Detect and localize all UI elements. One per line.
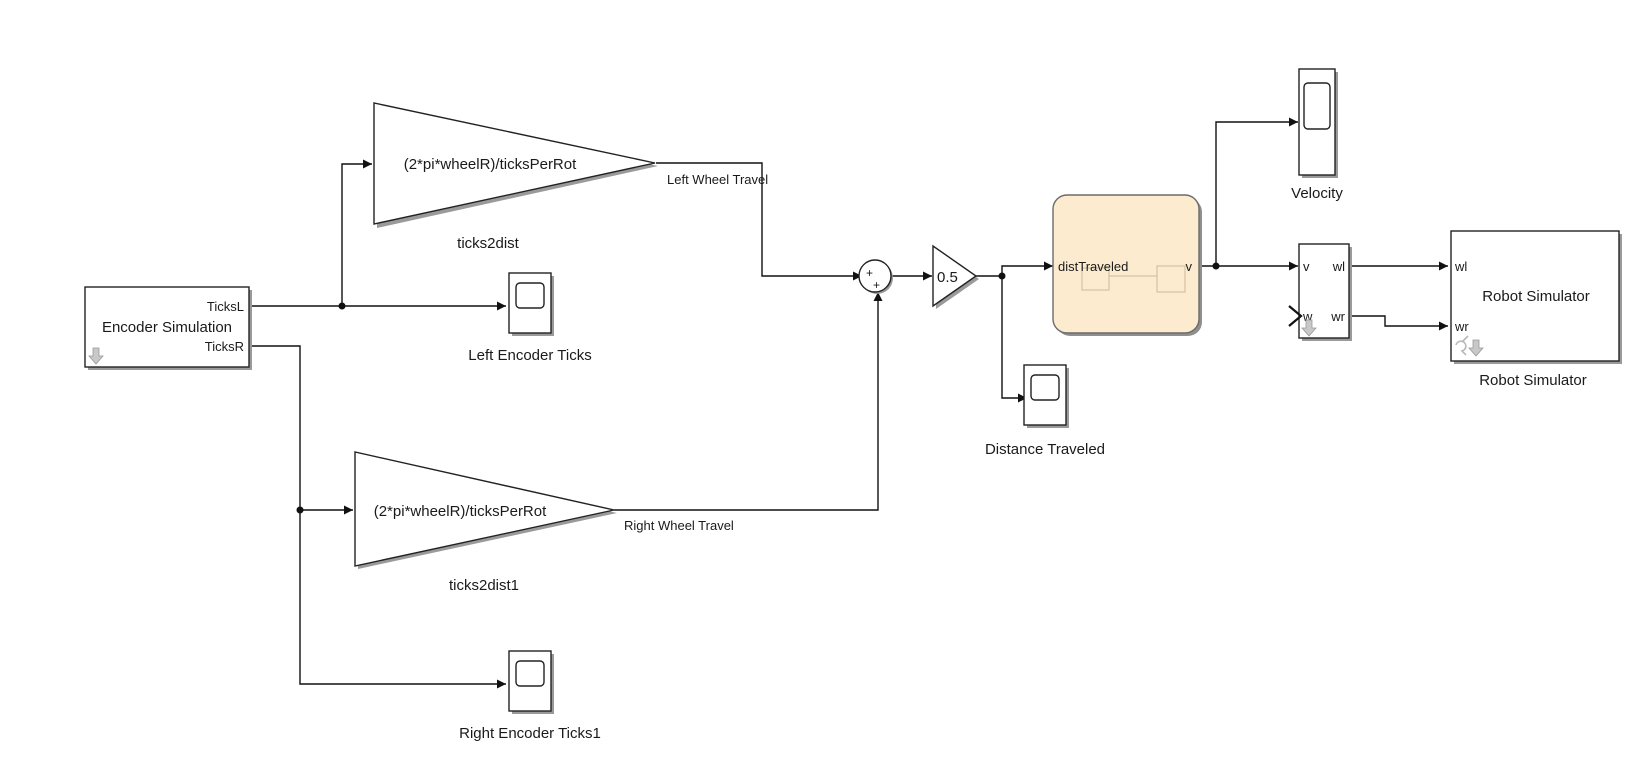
port-ticksr-label: TicksR (205, 339, 244, 354)
scope-icon (515, 660, 545, 687)
kinematics-in-w: w (1302, 309, 1313, 324)
ticks2dist1-name: ticks2dist1 (449, 577, 519, 594)
ticks2dist-name: ticks2dist (457, 235, 520, 252)
robot-in-wl: wl (1454, 259, 1467, 274)
wire-to-ticks2dist[interactable] (341, 159, 372, 306)
signal-lines (250, 117, 1448, 689)
wire-left-wheel-travel[interactable] (656, 162, 862, 281)
left-encoder-ticks-label: Left Encoder Ticks (468, 347, 591, 364)
link-icon (1455, 335, 1469, 356)
encoder-simulation-label: Encoder Simulation (102, 319, 232, 336)
wire-gain-to-chart[interactable] (976, 261, 1053, 277)
chart-output-label: v (1186, 259, 1193, 274)
kinematics-out-wl: wl (1332, 259, 1345, 274)
chart-state (1156, 265, 1186, 293)
distance-traveled-label: Distance Traveled (985, 441, 1105, 458)
half-gain-value: 0.5 (937, 269, 958, 286)
wire-to-right-scope[interactable] (299, 510, 506, 689)
left-wheel-travel-label: Left Wheel Travel (667, 172, 768, 187)
branch-point (998, 272, 1006, 280)
velocity-scope[interactable] (1298, 68, 1338, 178)
robot-simulator-name: Robot Simulator (1479, 372, 1587, 389)
wire-to-distance-scope[interactable] (1001, 276, 1027, 403)
robot-in-wr: wr (1454, 319, 1469, 334)
encoder-simulation-block[interactable]: TicksL TicksR Encoder Simulation (84, 286, 252, 370)
sum-sign-bottom: + (873, 278, 880, 292)
down-arrow-icon (1301, 319, 1317, 337)
chart-input-label: distTraveled (1058, 259, 1128, 274)
scope-icon (515, 282, 545, 309)
ticks2dist1-gain-block[interactable]: (2*pi*wheelR)/ticksPerRot (354, 451, 617, 569)
wire-wr[interactable] (1350, 315, 1448, 331)
sum-sign-top: + (866, 266, 873, 280)
scope-icon (1303, 82, 1331, 130)
branch-point (1212, 262, 1220, 270)
wire-ticksr[interactable] (250, 345, 301, 510)
right-wheel-travel-label: Right Wheel Travel (624, 518, 734, 533)
robot-simulator-block[interactable]: wl wr Robot Simulator (1450, 230, 1622, 364)
wire-v-to-velocity[interactable] (1215, 117, 1298, 266)
velocity-chart-block[interactable]: distTraveled v (1052, 194, 1202, 336)
down-arrow-icon (88, 347, 104, 365)
unconnected-input-icon (1288, 305, 1303, 327)
right-encoder-ticks-scope[interactable] (508, 650, 554, 714)
velocity-label: Velocity (1291, 185, 1343, 202)
distance-traveled-scope[interactable] (1023, 364, 1069, 428)
down-arrow-icon (1468, 339, 1484, 357)
left-encoder-ticks-scope[interactable] (508, 272, 554, 336)
robot-simulator-title: Robot Simulator (1482, 288, 1590, 305)
kinematics-block[interactable]: v w wl wr (1288, 243, 1352, 341)
ticks2dist-gain-block[interactable]: (2*pi*wheelR)/ticksPerRot (373, 102, 658, 228)
kinematics-out-wr: wr (1330, 309, 1345, 324)
right-encoder-ticks-label: Right Encoder Ticks1 (459, 725, 601, 742)
kinematics-in-v: v (1303, 259, 1310, 274)
wire-right-wheel-travel[interactable] (614, 292, 883, 511)
ticks2dist-expression: (2*pi*wheelR)/ticksPerRot (404, 156, 577, 173)
sum-block[interactable]: + + (858, 259, 893, 294)
half-gain-block[interactable]: 0.5 (932, 244, 979, 309)
branch-point (338, 302, 346, 310)
scope-icon (1030, 374, 1060, 401)
port-ticksl-label: TicksL (207, 299, 244, 314)
branch-point (296, 506, 304, 514)
chart-body (1052, 194, 1200, 334)
chart-state (1081, 267, 1110, 291)
ticks2dist1-expression: (2*pi*wheelR)/ticksPerRot (374, 503, 547, 520)
